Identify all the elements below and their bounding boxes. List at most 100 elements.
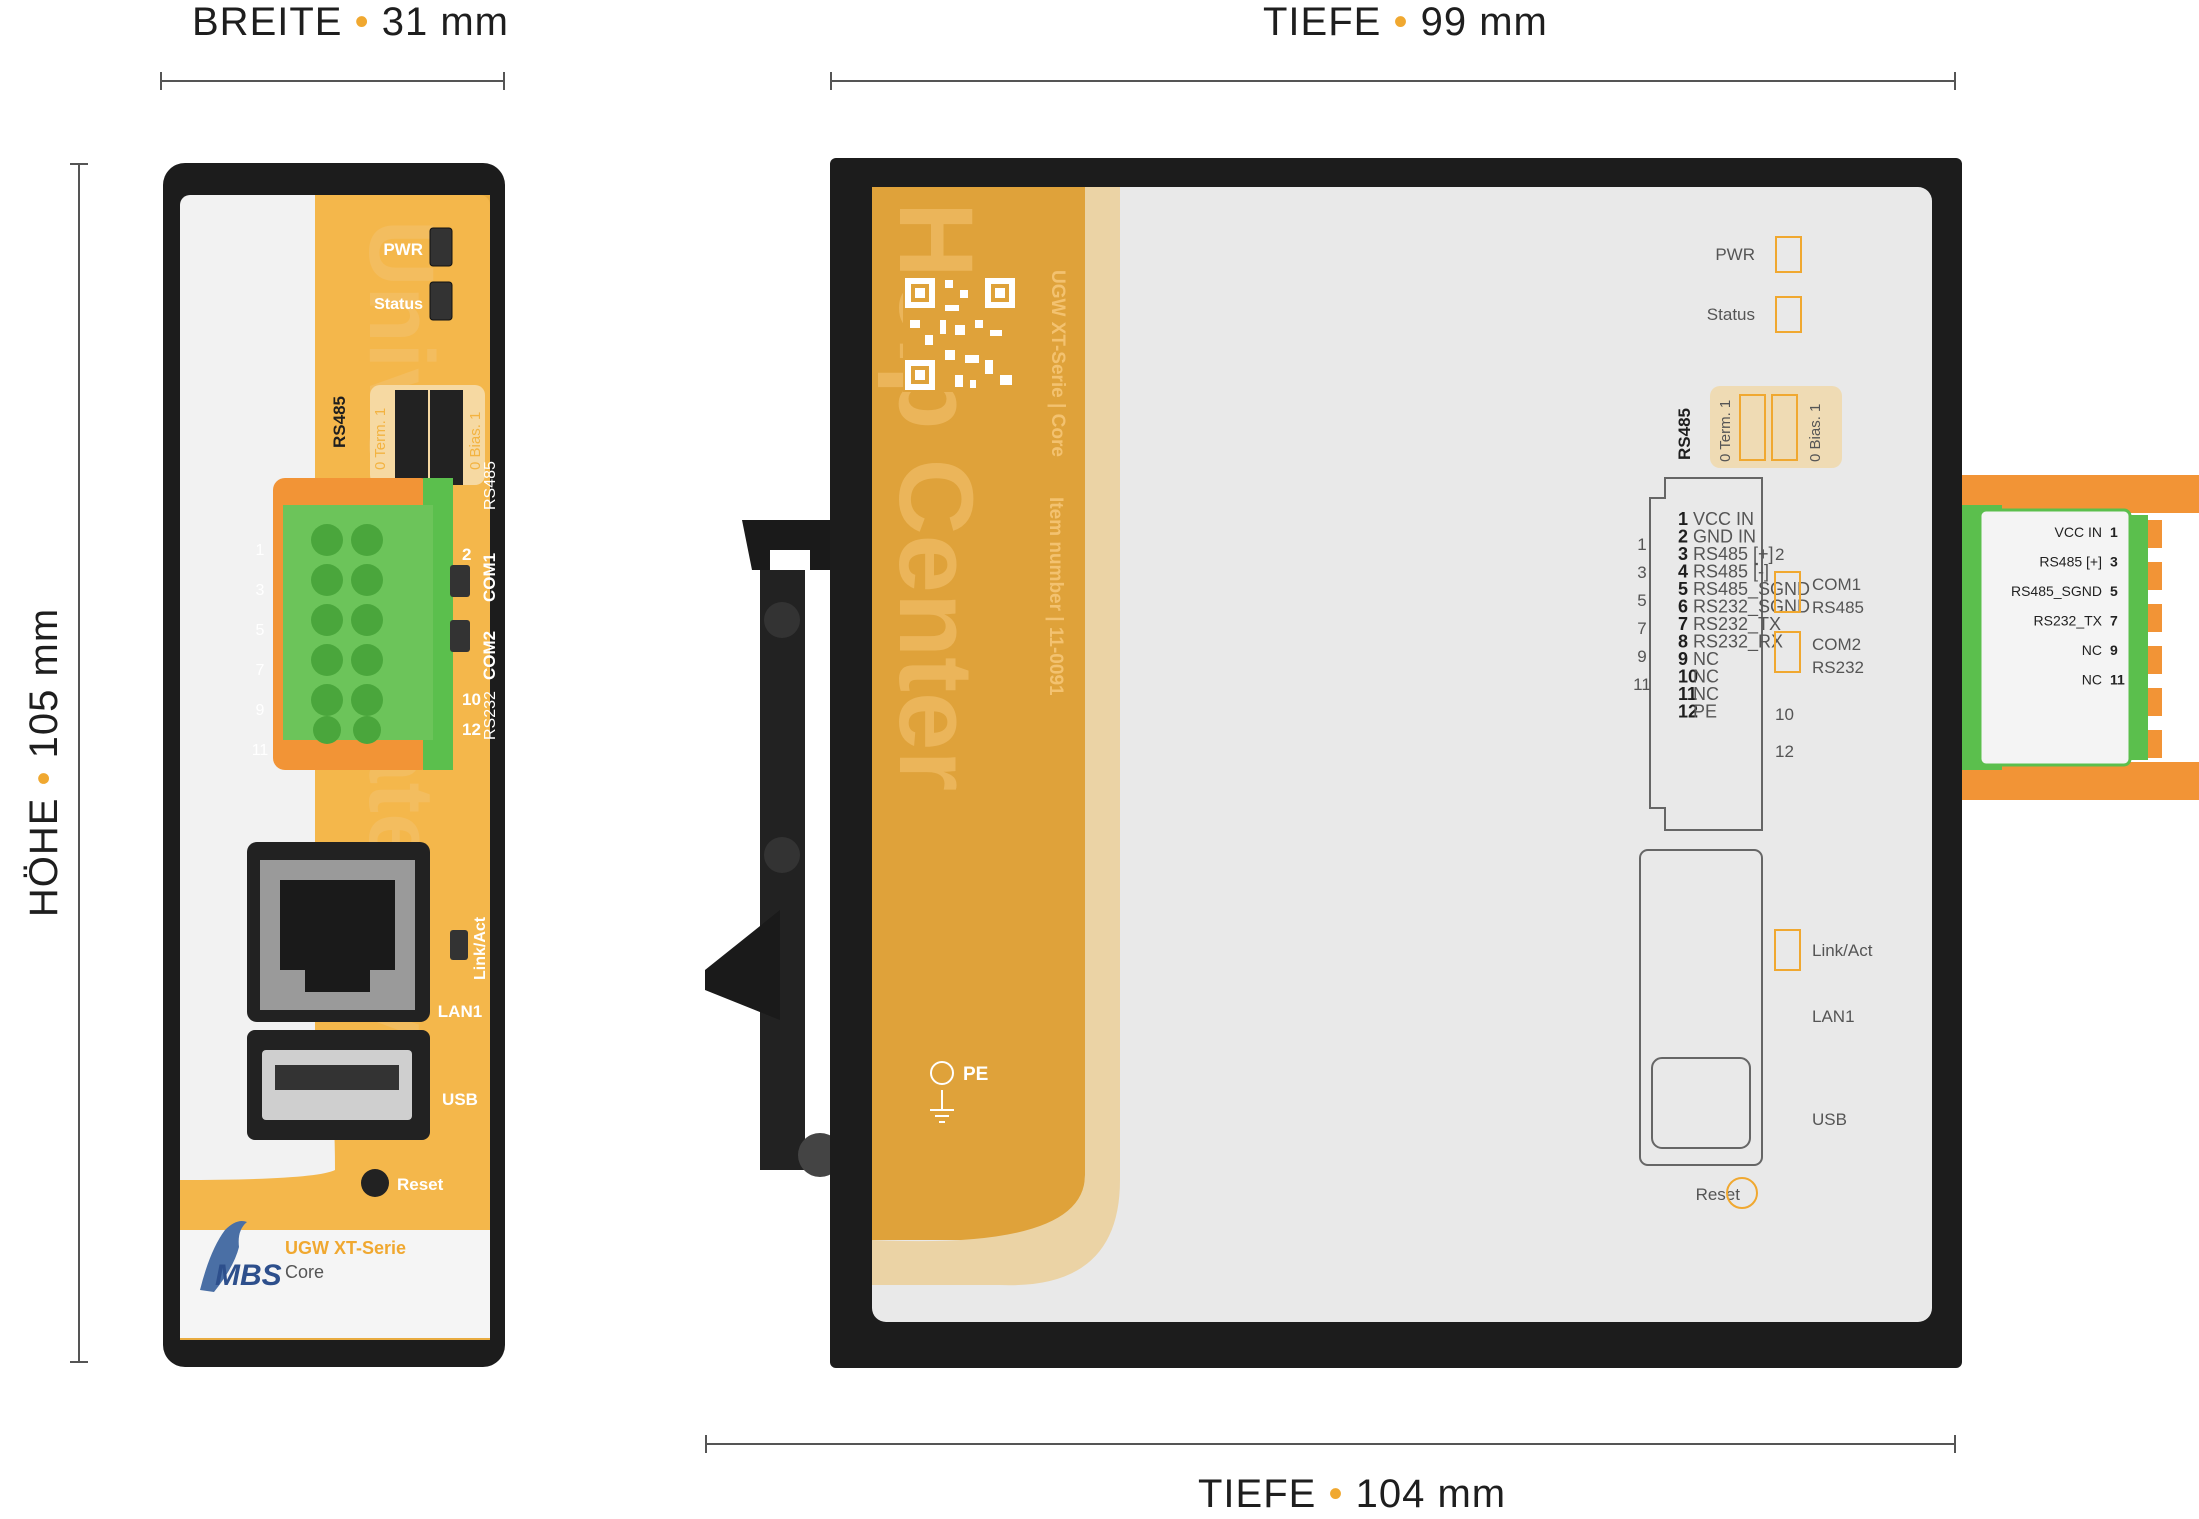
pinout-number: 2 bbox=[1678, 527, 1688, 547]
status-label: Status bbox=[374, 296, 423, 313]
reset-button bbox=[361, 1169, 389, 1197]
pin-3: 3 bbox=[256, 582, 265, 599]
din-screw-1 bbox=[764, 602, 800, 638]
pe-label: PE bbox=[963, 1064, 988, 1085]
depth-top-dimension-label: TIEFE • 99 mm bbox=[1263, 0, 1548, 45]
din-clip-bottom bbox=[705, 910, 780, 1020]
pinout-number: 10 bbox=[1678, 667, 1698, 687]
depth-top-tick-left bbox=[830, 72, 832, 90]
depth-top-dimension-line bbox=[830, 80, 1956, 82]
com2-sub-label: RS232 bbox=[482, 691, 499, 740]
front-series-label: UGW XT-Serie bbox=[285, 1238, 406, 1258]
width-dimension-line bbox=[160, 80, 505, 82]
terminal-holes bbox=[311, 524, 383, 744]
pin-9: 9 bbox=[256, 702, 265, 719]
separator-dot: • bbox=[354, 0, 370, 44]
pinout-name: RS232_TX bbox=[1693, 614, 1781, 635]
pinout-name: RS485_SGND bbox=[1693, 579, 1810, 600]
connector-pin-name: RS485_SGND bbox=[2011, 583, 2102, 599]
side-lan1-label: LAN1 bbox=[1812, 1007, 1855, 1026]
height-dimension-label: HÖHE • 105 mm bbox=[22, 608, 67, 917]
depth-top-value: 99 mm bbox=[1420, 0, 1548, 44]
usb-label: USB bbox=[442, 1090, 478, 1109]
pin-5: 5 bbox=[256, 622, 265, 639]
connector-pin-number: 3 bbox=[2110, 554, 2118, 570]
pinout-number: 7 bbox=[1678, 614, 1688, 634]
depth-bottom-dimension-label: TIEFE • 104 mm bbox=[1198, 1472, 1506, 1517]
pin-10: 10 bbox=[462, 690, 481, 709]
side-accent-area bbox=[872, 187, 1085, 1240]
side-pwr-label: PWR bbox=[1715, 245, 1755, 264]
separator-dot: • bbox=[22, 770, 67, 786]
side-com1-sub: RS485 bbox=[1812, 598, 1864, 617]
pinout-number: 12 bbox=[1678, 702, 1698, 722]
depth-top-label: TIEFE bbox=[1263, 0, 1382, 44]
width-value: 31 mm bbox=[381, 0, 509, 44]
side-reset-button bbox=[1726, 1177, 1758, 1209]
side-status-label: Status bbox=[1707, 305, 1755, 324]
front-pin-numbers-left: 1 3 5 7 9 11 bbox=[252, 542, 269, 759]
lan-usb-outline bbox=[1639, 849, 1763, 1166]
pinout-name: GND IN bbox=[1693, 527, 1756, 547]
front-core-label: Core bbox=[285, 1262, 324, 1282]
side-com1-label: COM1 bbox=[1812, 575, 1861, 594]
separator-dot: • bbox=[1393, 0, 1409, 44]
connector-pin-name: VCC IN bbox=[2055, 524, 2102, 540]
side-item-vertical: Item number | 11-0091 bbox=[1045, 497, 1066, 696]
height-dimension-line bbox=[78, 163, 80, 1363]
connector-pin-name: NC bbox=[2082, 672, 2102, 688]
lan-port-opening bbox=[280, 880, 395, 970]
pinout-name: RS232_RX bbox=[1693, 632, 1783, 653]
connector-pin-name: NC bbox=[2082, 642, 2102, 658]
connector-pin-number: 9 bbox=[2110, 642, 2118, 658]
side-usb-label: USB bbox=[1812, 1110, 1847, 1129]
side-com2-sub: RS232 bbox=[1812, 658, 1864, 677]
front-view-device: Universal Gateway PWR Status 0 Term. 1 0… bbox=[163, 163, 505, 1367]
pinout-number: 8 bbox=[1678, 632, 1688, 652]
side-reset-label: Reset bbox=[1696, 1185, 1741, 1204]
pin-11: 11 bbox=[252, 742, 269, 759]
pinout-odd-number: 9 bbox=[1637, 647, 1646, 666]
din-screw-2 bbox=[764, 837, 800, 873]
side-com2-label: COM2 bbox=[1812, 635, 1861, 654]
com1-sub-label: RS485 bbox=[482, 461, 499, 510]
depth-bottom-label: TIEFE bbox=[1198, 1472, 1317, 1516]
depth-bottom-tick-right bbox=[1954, 1435, 1956, 1453]
din-clip-top bbox=[742, 520, 830, 570]
pinout-name: NC bbox=[1693, 684, 1719, 704]
link-act-label: Link/Act bbox=[472, 916, 489, 980]
usb-outline bbox=[1651, 1057, 1751, 1149]
side-term-switch bbox=[1739, 394, 1766, 461]
ground-icon bbox=[930, 1090, 954, 1123]
side-view-device: Help Center UGW XT-Serie | Core Item num… bbox=[705, 158, 2199, 1368]
depth-top-tick-right bbox=[1954, 72, 1956, 90]
pinout-odd-number: 3 bbox=[1637, 563, 1646, 582]
side-pin-12: 12 bbox=[1775, 742, 1794, 761]
usb-tongue bbox=[275, 1065, 399, 1090]
pwr-label: PWR bbox=[383, 240, 423, 259]
com2-label: COM2 bbox=[480, 631, 499, 680]
height-label: HÖHE bbox=[22, 797, 67, 918]
com1-label: COM1 bbox=[480, 553, 499, 602]
connector-pin-name: RS232_TX bbox=[2034, 613, 2103, 629]
pinout-name: NC bbox=[1693, 667, 1719, 687]
height-tick-bottom bbox=[70, 1361, 88, 1363]
rs485-label: RS485 bbox=[330, 396, 349, 448]
pin-2: 2 bbox=[462, 545, 471, 564]
connector-pin-number: 5 bbox=[2110, 583, 2118, 599]
qr-code bbox=[903, 277, 1018, 392]
side-com1-led bbox=[1774, 571, 1801, 613]
side-accent-halo bbox=[872, 187, 1120, 1286]
side-bias-switch bbox=[1771, 394, 1798, 461]
pin-12: 12 bbox=[462, 720, 481, 739]
pinout-name: RS485 [-] bbox=[1693, 562, 1769, 582]
side-link-act-label: Link/Act bbox=[1812, 941, 1873, 960]
pinout-odd-number: 7 bbox=[1637, 619, 1646, 638]
pin-7: 7 bbox=[256, 662, 265, 679]
pinout-odd-number: 1 bbox=[1637, 535, 1646, 554]
com2-led bbox=[450, 620, 470, 652]
pinout-name: RS485 [+] bbox=[1693, 544, 1774, 564]
connector-green-right bbox=[2130, 515, 2148, 760]
